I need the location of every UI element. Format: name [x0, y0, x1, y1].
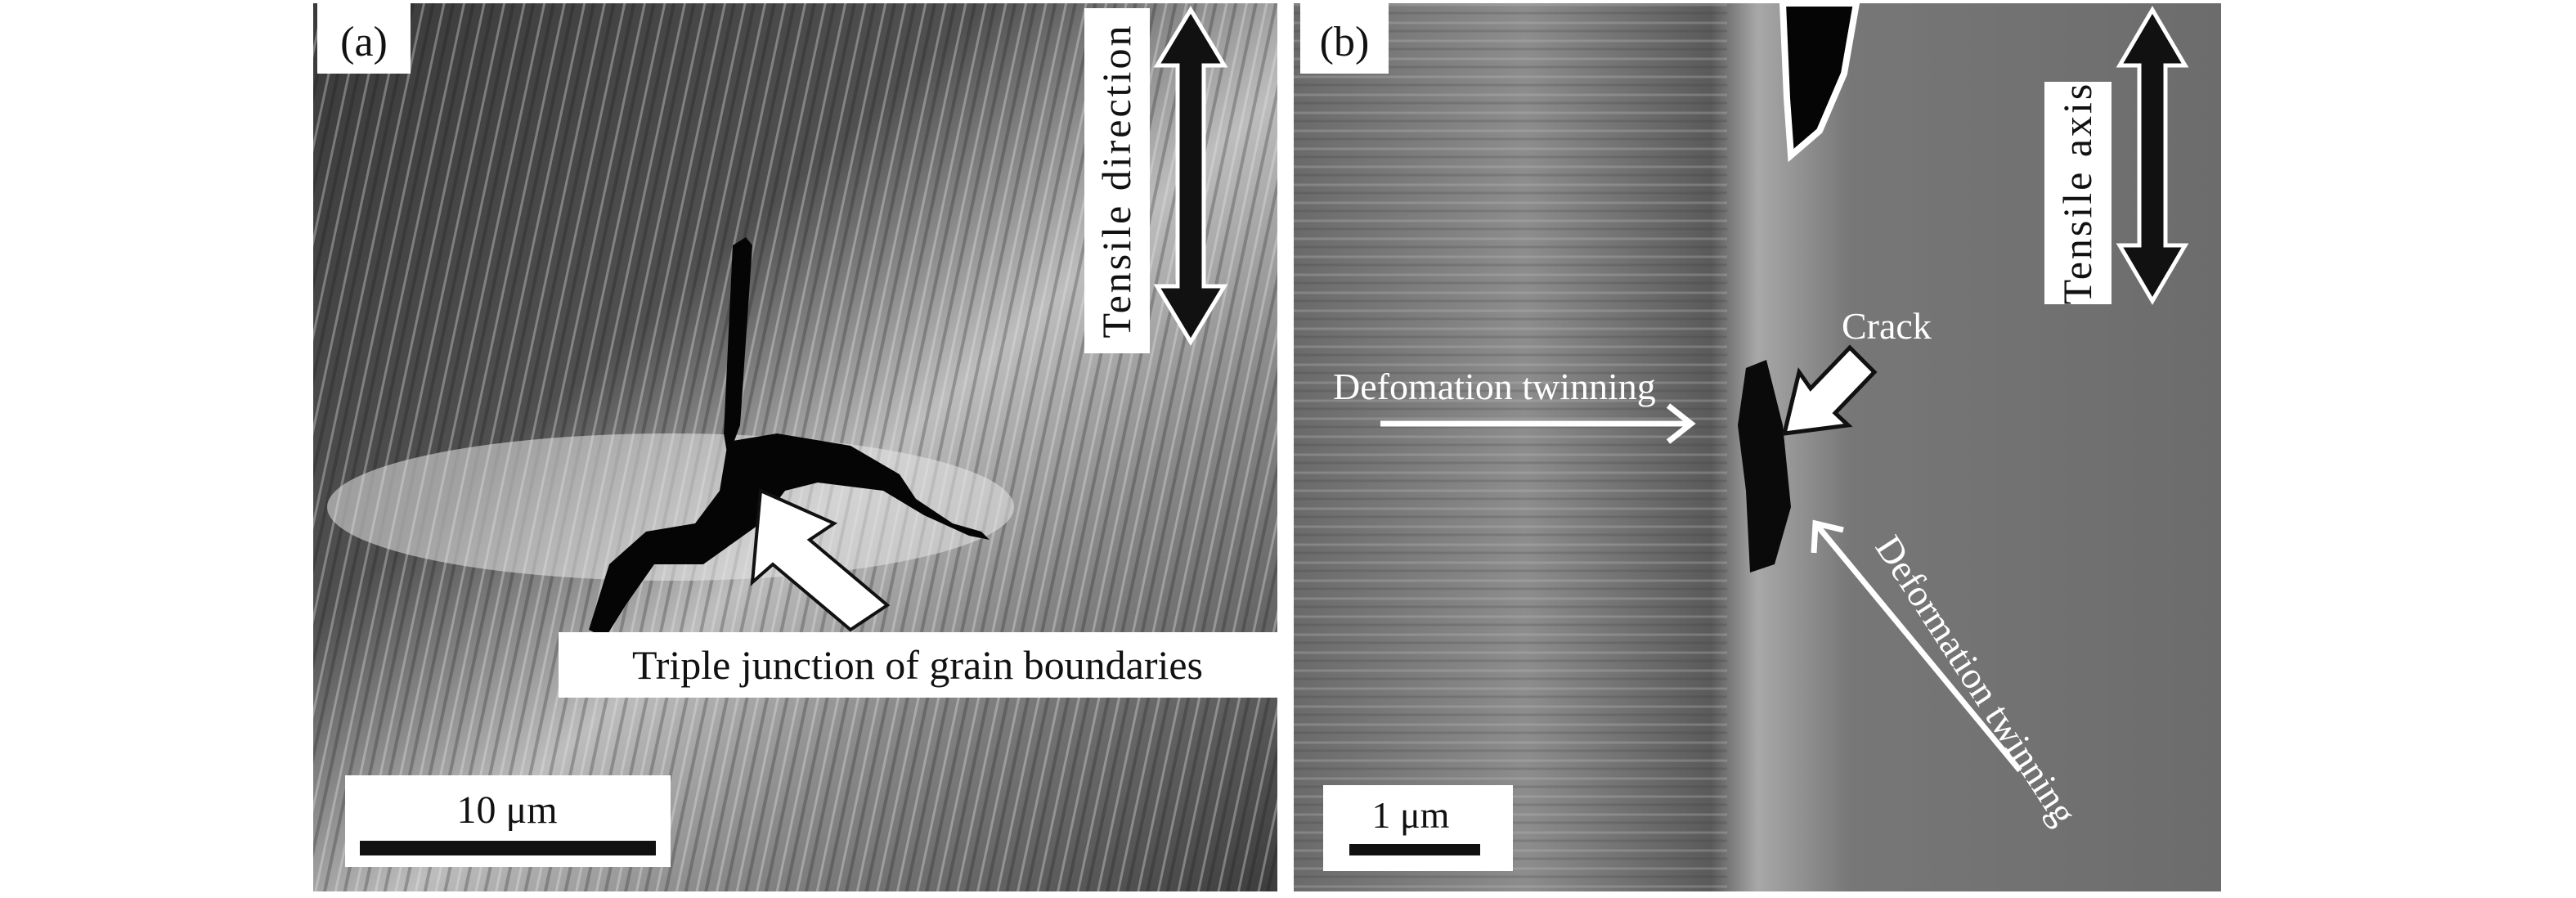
crack-b [1738, 360, 1791, 572]
scale-bar-label-a: 10 μm [456, 788, 557, 832]
double-arrow-icon [2116, 6, 2189, 305]
scale-bar-label-b: 1 μm [1372, 794, 1450, 836]
label-box-b [1300, 3, 1389, 74]
twinning-label-horizontal: Defomation twinning [1333, 366, 1656, 407]
panel-label-a: (a) [340, 19, 388, 65]
crack-arrow [1781, 344, 1878, 436]
tensile-axis-label: Tensile axis [2054, 82, 2100, 305]
tensile-direction-label: Tensile direction [1093, 24, 1139, 339]
scale-bar-box-b [1323, 785, 1513, 871]
panel-b: (b) Tensile axis Crack Defomation twinni… [1294, 0, 2221, 891]
direction-label-box-b [2044, 82, 2112, 304]
twinning-arrow-diagonal [1811, 519, 2022, 773]
white-arrow-a [750, 488, 891, 632]
triple-junction-label: Triple junction of grain boundaries [632, 642, 1203, 688]
double-arrow-icon [1153, 6, 1228, 346]
crack-a [589, 237, 990, 638]
panel-label-b: (b) [1320, 19, 1370, 65]
annotation-box-a [559, 632, 1277, 698]
scale-bar-a [360, 841, 656, 855]
scale-bar-b [1349, 844, 1480, 855]
direction-label-box-a [1084, 8, 1150, 353]
label-box-a [317, 3, 411, 74]
panel-a: (a) Tensile direction Triple junction of… [313, 3, 1277, 891]
crack-label: Crack [1842, 305, 1932, 347]
crack-top-b [1779, 0, 1860, 163]
twinning-arrow-horizontal [1380, 403, 1696, 444]
